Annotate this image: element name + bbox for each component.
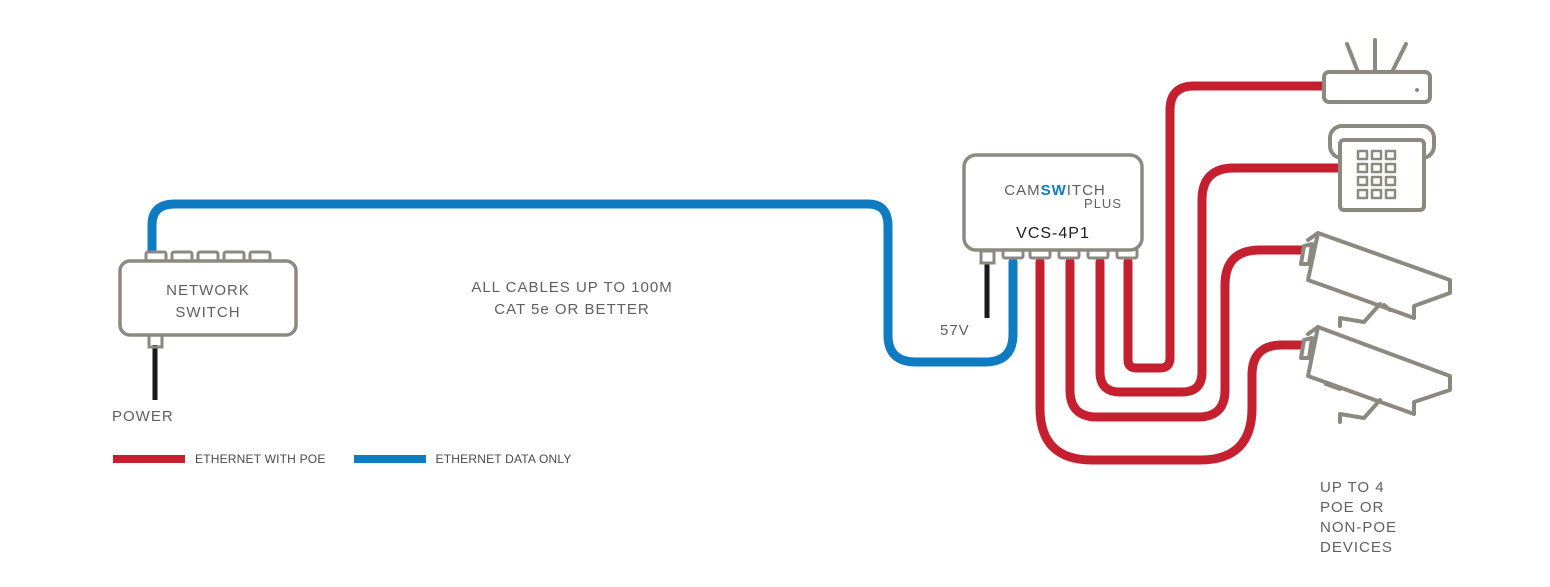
camera-icon (1299, 325, 1452, 424)
camswitch-device: CAMSWITCH PLUS VCS-4P1 (962, 153, 1144, 260)
camswitch-brand: CAMSWITCH (1004, 182, 1106, 199)
data-cable (147, 199, 1018, 367)
router-icon (1322, 38, 1432, 104)
network-switch: NETWORK SWITCH (118, 250, 298, 337)
camswitch-power-label: 57V (940, 322, 970, 339)
camswitch-model: VCS-4P1 (1016, 225, 1090, 242)
camswitch-power-plug (979, 249, 996, 265)
devices-note-line3: NON-POE (1320, 519, 1397, 536)
legend: ETHERNET WITH POE ETHERNET DATA ONLY (113, 452, 600, 466)
poe-cable-router (1123, 81, 1330, 373)
poe-cable-camera-2 (1035, 257, 1315, 465)
keypad-icon (1328, 124, 1436, 212)
poe-cable-camera-1 (1065, 245, 1315, 422)
legend-poe-label: ETHERNET WITH POE (195, 452, 326, 466)
legend-poe-swatch (113, 455, 185, 463)
switch-body (118, 259, 298, 337)
poe-cable-keypad (1095, 163, 1345, 397)
switch-label-line1: NETWORK (166, 282, 250, 299)
devices-note-line2: POE OR (1320, 499, 1384, 516)
switch-label-line2: SWITCH (175, 304, 240, 321)
camera-icon (1299, 231, 1452, 328)
cable-note-line1: ALL CABLES UP TO 100M (471, 279, 672, 296)
camswitch-body (962, 153, 1144, 252)
camswitch-brand-sub: PLUS (1084, 196, 1122, 211)
legend-data-swatch (353, 455, 426, 463)
legend-data-label: ETHERNET DATA ONLY (435, 452, 572, 466)
cable-note-line2: CAT 5e OR BETTER (494, 301, 649, 318)
poe-cables (1035, 81, 1345, 465)
devices-note-line1: UP TO 4 (1320, 479, 1385, 496)
devices-note-line4: DEVICES (1320, 539, 1393, 556)
power-label: POWER (112, 408, 174, 425)
